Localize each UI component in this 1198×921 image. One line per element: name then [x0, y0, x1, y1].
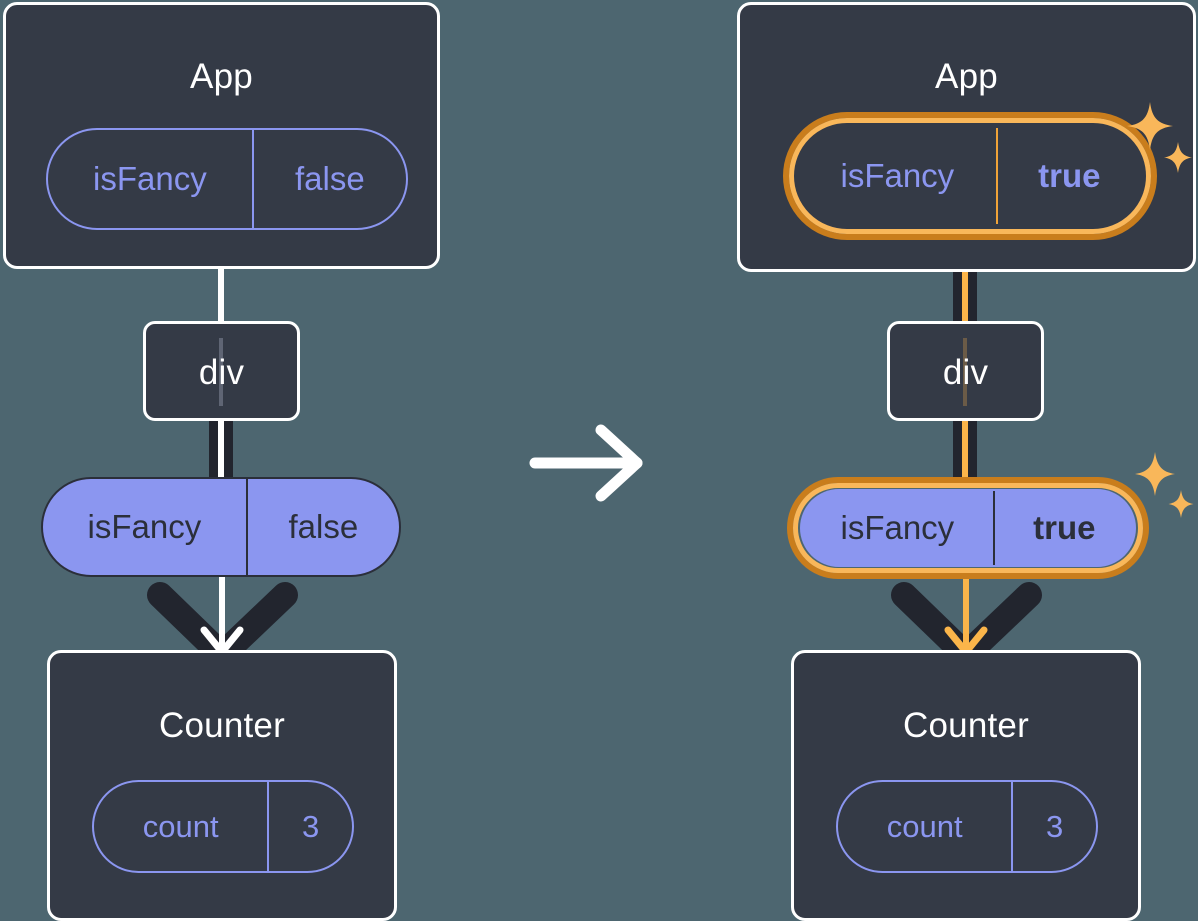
sparkles-icon-prop-after [1133, 448, 1198, 530]
state-pill-key-before: isFancy [93, 160, 207, 197]
state-pill-isfancy-before: isFancy false [46, 128, 408, 230]
sparkles-icon-app-after [1125, 98, 1198, 186]
connector-core-arrow-before [219, 570, 225, 648]
state-pill-value-before: false [251, 130, 406, 228]
connector-core-arrow-after [963, 570, 969, 648]
card-counter-before: Counter count 3 [47, 650, 397, 921]
card-title-app-before: App [190, 57, 253, 96]
prop-pill-isfancy-before: isFancy false [41, 477, 401, 577]
state-pill-count-value-after: 3 [1011, 782, 1096, 871]
card-title-div-before: div [198, 353, 245, 392]
state-pill-value-after: true [995, 128, 1141, 224]
state-pill-key-after: isFancy [840, 157, 955, 194]
card-title-counter-before: Counter [159, 706, 285, 745]
connector-core-before [218, 418, 224, 488]
state-pill-count-value-before: 3 [267, 782, 352, 871]
connector-div-to-prop-after [953, 418, 977, 488]
prop-pill-value-before: false [245, 479, 399, 575]
state-pill-count-after: count 3 [836, 780, 1098, 873]
hairline-div-after [963, 338, 967, 406]
card-title-counter-after: Counter [903, 706, 1029, 745]
connector-app-to-div-before [218, 250, 224, 325]
transition-arrow-icon [527, 418, 652, 508]
prop-pill-key-after: isFancy [840, 509, 955, 546]
card-title-div-after: div [942, 353, 989, 392]
card-app-before: App isFancy false [3, 2, 440, 269]
state-pill-count-key-after: count [886, 808, 963, 844]
prop-pill-value-after: true [992, 491, 1134, 565]
state-pill-isfancy-after: isFancy true [797, 126, 1143, 226]
state-pill-count-before: count 3 [92, 780, 354, 873]
prop-pill-key-before: isFancy [87, 508, 202, 545]
hairline-div-before [219, 338, 223, 406]
card-title-app-after: App [935, 57, 998, 96]
card-app-after: App [737, 2, 1196, 272]
card-counter-after: Counter count 3 [791, 650, 1141, 921]
state-pill-count-key-before: count [142, 808, 219, 844]
connector-core-app-after [962, 218, 968, 328]
connector-core-div-after [962, 418, 968, 488]
prop-pill-isfancy-after: isFancy true [800, 489, 1136, 567]
